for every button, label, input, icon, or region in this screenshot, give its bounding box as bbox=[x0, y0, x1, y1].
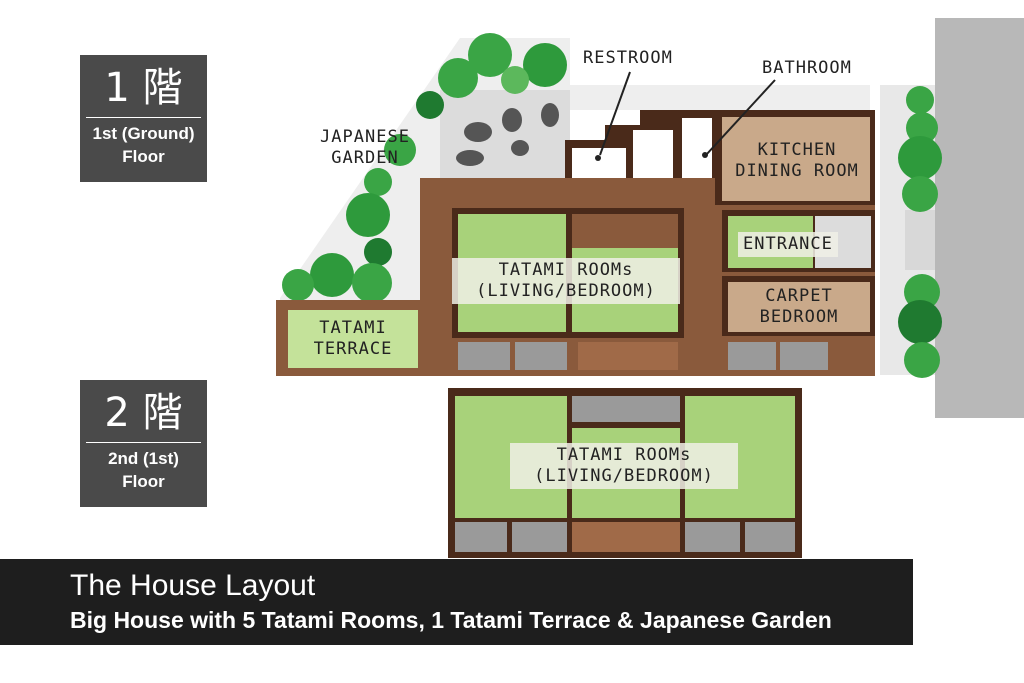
tree bbox=[906, 112, 938, 144]
closet bbox=[455, 522, 507, 552]
tree bbox=[904, 274, 940, 310]
street bbox=[935, 18, 1024, 418]
closet bbox=[458, 342, 510, 370]
carpet-bedroom bbox=[728, 282, 870, 332]
closet bbox=[515, 342, 567, 370]
garden-stone bbox=[456, 150, 484, 166]
tree bbox=[364, 168, 392, 196]
garden-label-line2: GARDEN bbox=[331, 148, 399, 168]
garden-stone bbox=[511, 140, 529, 156]
terrace-label-line2: TERRACE bbox=[313, 339, 393, 359]
tree bbox=[346, 193, 390, 237]
garden-stone bbox=[541, 103, 559, 127]
garden-stone bbox=[464, 122, 492, 142]
tree bbox=[898, 136, 942, 180]
tree bbox=[501, 66, 529, 94]
floor-2-kanji: 2 階 bbox=[104, 390, 183, 436]
tree bbox=[906, 86, 934, 114]
tatami-2f-label: TATAMI ROOMs (LIVING/BEDROOM) bbox=[510, 443, 738, 489]
tatami-terrace bbox=[288, 310, 418, 368]
closet bbox=[780, 342, 828, 370]
tree bbox=[416, 91, 444, 119]
tatami-1f-label-line2: (LIVING/BEDROOM) bbox=[476, 281, 656, 301]
kitchen-label-line1: KITCHEN bbox=[757, 140, 837, 160]
tree bbox=[902, 176, 938, 212]
garden-stone bbox=[502, 108, 522, 132]
closet bbox=[745, 522, 795, 552]
garden-label: JAPANESE GARDEN bbox=[300, 127, 430, 169]
tree bbox=[364, 238, 392, 266]
floor-1-label: 1st (Ground) bbox=[92, 124, 195, 143]
footer-subtitle: Big House with 5 Tatami Rooms, 1 Tatami … bbox=[70, 607, 832, 633]
tree bbox=[438, 58, 478, 98]
stairs-2f bbox=[572, 522, 680, 552]
tree bbox=[898, 300, 942, 344]
tree bbox=[282, 269, 314, 301]
restroom-label: RESTROOM bbox=[583, 48, 673, 68]
terrace-label: TATAMI TERRACE bbox=[288, 318, 418, 360]
restroom-marker bbox=[595, 155, 601, 161]
tree bbox=[310, 253, 354, 297]
tree bbox=[904, 342, 940, 378]
washroom-room bbox=[633, 130, 673, 178]
kitchen-label-line2: DINING ROOM bbox=[735, 161, 859, 181]
tree bbox=[352, 263, 392, 303]
floor-2-label: 2nd (1st) bbox=[108, 449, 179, 468]
floor-1-kanji: 1 階 bbox=[104, 65, 183, 111]
tree bbox=[523, 43, 567, 87]
kitchen-dining-room bbox=[722, 117, 870, 201]
garden-label-line1: JAPANESE bbox=[320, 127, 410, 147]
closet bbox=[728, 342, 776, 370]
restroom-room bbox=[572, 148, 626, 178]
floor-2-label-2: Floor bbox=[122, 472, 165, 491]
tatami-2f-label-line2: (LIVING/BEDROOM) bbox=[534, 466, 714, 486]
carpet-label-line1: CARPET bbox=[765, 286, 833, 306]
tatami-1f-label-line1: TATAMI ROOMs bbox=[498, 260, 634, 280]
carpet-label-line2: BEDROOM bbox=[759, 307, 839, 327]
tatami-2f-label-line1: TATAMI ROOMs bbox=[556, 445, 692, 465]
bathroom-pointer bbox=[705, 79, 776, 156]
tokonoma bbox=[572, 214, 678, 248]
tree bbox=[468, 33, 512, 77]
closet-2f-top bbox=[572, 396, 680, 422]
floor-1-label-2: Floor bbox=[122, 147, 165, 166]
floor-badge-1: 1 階 1st (Ground) Floor bbox=[80, 55, 207, 182]
bathroom-room bbox=[682, 118, 712, 178]
divider bbox=[86, 117, 201, 118]
footer-banner: The House Layout Big House with 5 Tatami… bbox=[0, 559, 913, 645]
tatami-1f-label: TATAMI ROOMs (LIVING/BEDROOM) bbox=[452, 258, 680, 304]
footer-title: The House Layout bbox=[70, 569, 316, 602]
divider bbox=[86, 442, 201, 443]
closet bbox=[512, 522, 567, 552]
terrace-label-line1: TATAMI bbox=[319, 318, 387, 338]
restroom-pointer bbox=[599, 71, 631, 156]
carpet-label: CARPET BEDROOM bbox=[728, 286, 870, 328]
stairs-1f bbox=[578, 342, 678, 370]
tree bbox=[384, 134, 416, 166]
bathroom-label: BATHROOM bbox=[762, 58, 852, 78]
kitchen-label: KITCHEN DINING ROOM bbox=[722, 140, 872, 182]
entrance-steps bbox=[905, 210, 935, 270]
floor-badge-2: 2 階 2nd (1st) Floor bbox=[80, 380, 207, 507]
closet bbox=[685, 522, 740, 552]
entrance-label: ENTRANCE bbox=[738, 232, 838, 257]
